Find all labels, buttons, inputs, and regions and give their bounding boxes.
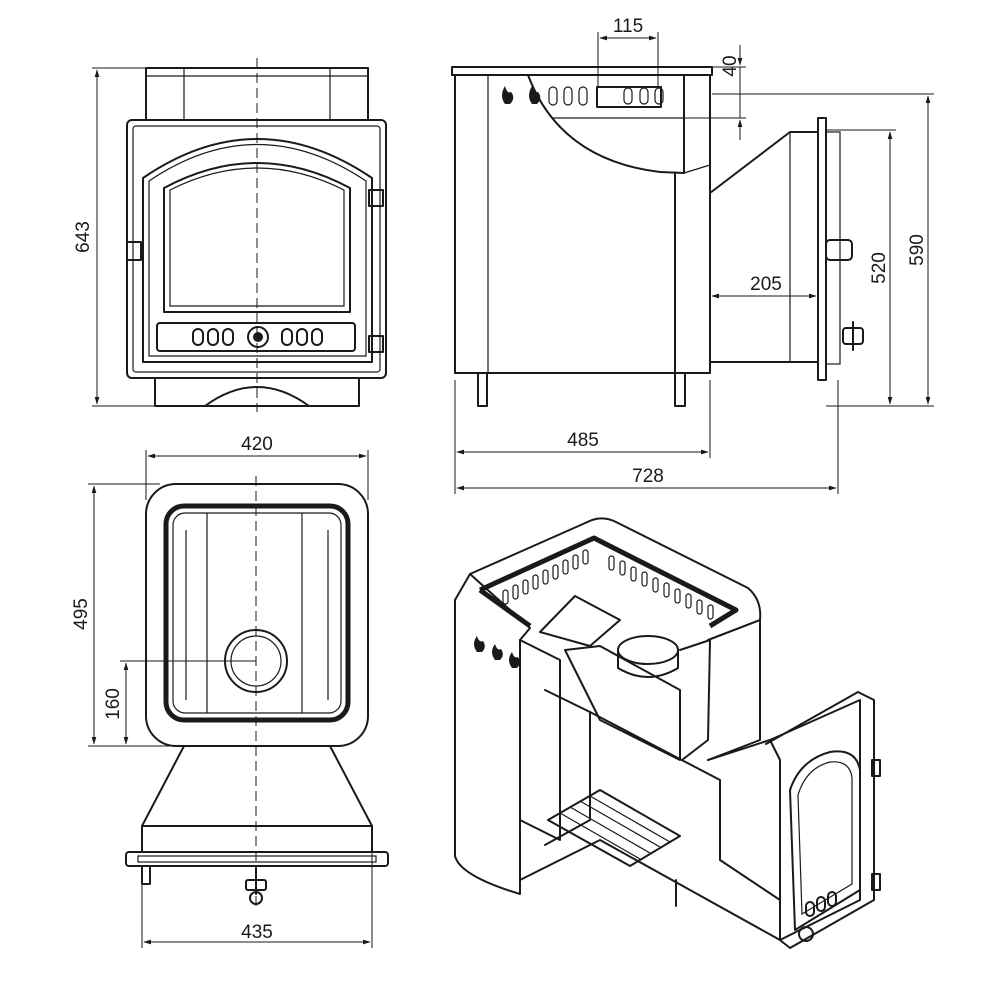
dim-label-435: 435 — [241, 922, 273, 943]
dimension-top-view-width: 420 — [145, 434, 369, 500]
dim-label-485: 485 — [567, 430, 599, 451]
iso-vent-slots-left — [502, 549, 589, 605]
front-view — [126, 58, 387, 412]
tunnel-handles — [825, 239, 864, 351]
dimension-tunnel-height: 520 — [826, 129, 896, 407]
dimension-top-view-depth: 495 — [71, 483, 184, 747]
dimension-firebox-extension: 205 — [711, 274, 817, 299]
dimension-total-depth: 728 — [456, 466, 837, 491]
dim-label-520: 520 — [869, 252, 890, 284]
dimension-front-height: 643 — [73, 67, 155, 407]
flame-logo-icon — [502, 86, 541, 104]
stove-door — [126, 138, 384, 363]
dimension-top-offset: 40 — [684, 45, 746, 140]
dimension-total-height: 590 — [712, 93, 934, 407]
iso-flame-logo-icon — [474, 636, 520, 668]
dimension-body-depth: 485 — [454, 380, 839, 494]
dim-label-115: 115 — [613, 16, 643, 37]
side-vent-slots — [548, 86, 664, 108]
dimension-chimney-offset: 160 — [103, 660, 256, 745]
dim-label-590: 590 — [907, 234, 928, 266]
dim-label-160: 160 — [103, 688, 124, 720]
dim-label-205: 205 — [750, 274, 782, 295]
iso-door — [765, 691, 881, 949]
top-view — [125, 476, 389, 906]
dimension-top-width: 115 — [597, 16, 659, 87]
dim-label-420: 420 — [241, 434, 273, 455]
dim-label-643: 643 — [73, 221, 94, 253]
dimension-base-width: 435 — [141, 852, 373, 948]
side-view — [451, 66, 864, 407]
iso-grate — [547, 789, 681, 867]
door-air-vents — [192, 326, 323, 348]
dim-label-495: 495 — [71, 598, 92, 630]
isometric-cutaway-view — [454, 517, 881, 949]
dim-label-728: 728 — [632, 466, 664, 487]
iso-vent-slots-right — [608, 555, 714, 620]
dim-label-40: 40 — [720, 55, 741, 76]
